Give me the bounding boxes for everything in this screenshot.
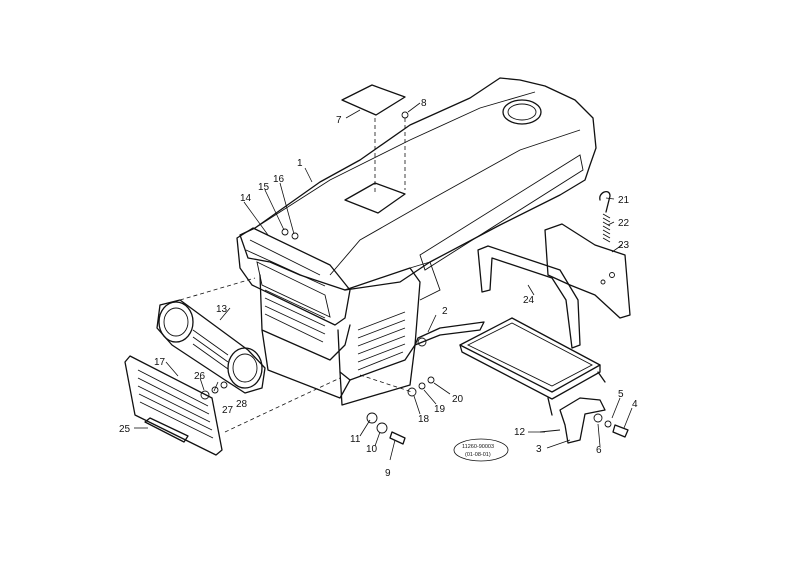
grille-badge — [144, 417, 189, 443]
callout-19: 19 — [434, 404, 446, 415]
hood-body — [236, 77, 597, 406]
callout-20: 20 — [452, 394, 464, 405]
callout-4: 4 — [632, 399, 638, 410]
callout-8: 8 — [421, 98, 427, 109]
stamp-line-2: (01-08-01) — [465, 452, 491, 458]
callout-23: 23 — [618, 240, 630, 251]
front-grille — [124, 355, 223, 456]
callout-25: 25 — [119, 424, 131, 435]
leader-lines — [134, 102, 633, 461]
callout-28: 28 — [236, 399, 248, 410]
callout-labels: 1 2 3 4 5 6 7 8 9 10 11 12 13 14 15 16 1… — [119, 98, 638, 479]
callout-18: 18 — [418, 414, 430, 425]
callout-1: 1 — [297, 158, 303, 169]
callout-6: 6 — [596, 445, 602, 456]
side-panel — [544, 223, 631, 319]
callout-2: 2 — [442, 306, 448, 317]
stamp-line-1: 11260-90003 — [462, 444, 494, 450]
drawing-number-stamp: 11260-90003 (01-08-01) — [453, 438, 509, 462]
callout-7: 7 — [336, 115, 342, 126]
callout-15: 15 — [258, 182, 270, 193]
callout-12: 12 — [514, 427, 526, 438]
battery-tray — [414, 317, 606, 416]
hatch-cover-plate — [341, 84, 406, 116]
callout-16: 16 — [273, 174, 285, 185]
callout-10: 10 — [366, 444, 378, 455]
callout-3: 3 — [536, 444, 542, 455]
callout-21: 21 — [618, 195, 630, 206]
callout-27: 27 — [222, 405, 234, 416]
callout-14: 14 — [240, 193, 252, 204]
headlight-bezel — [156, 299, 266, 394]
callout-26: 26 — [194, 371, 206, 382]
fasteners — [200, 111, 629, 445]
hood-spring — [599, 191, 611, 243]
callout-24: 24 — [523, 295, 535, 306]
callout-13: 13 — [216, 304, 228, 315]
callout-17: 17 — [154, 357, 166, 368]
callout-22: 22 — [618, 218, 630, 229]
callout-9: 9 — [385, 468, 391, 479]
callout-11: 11 — [350, 434, 361, 445]
callout-5: 5 — [618, 389, 624, 400]
